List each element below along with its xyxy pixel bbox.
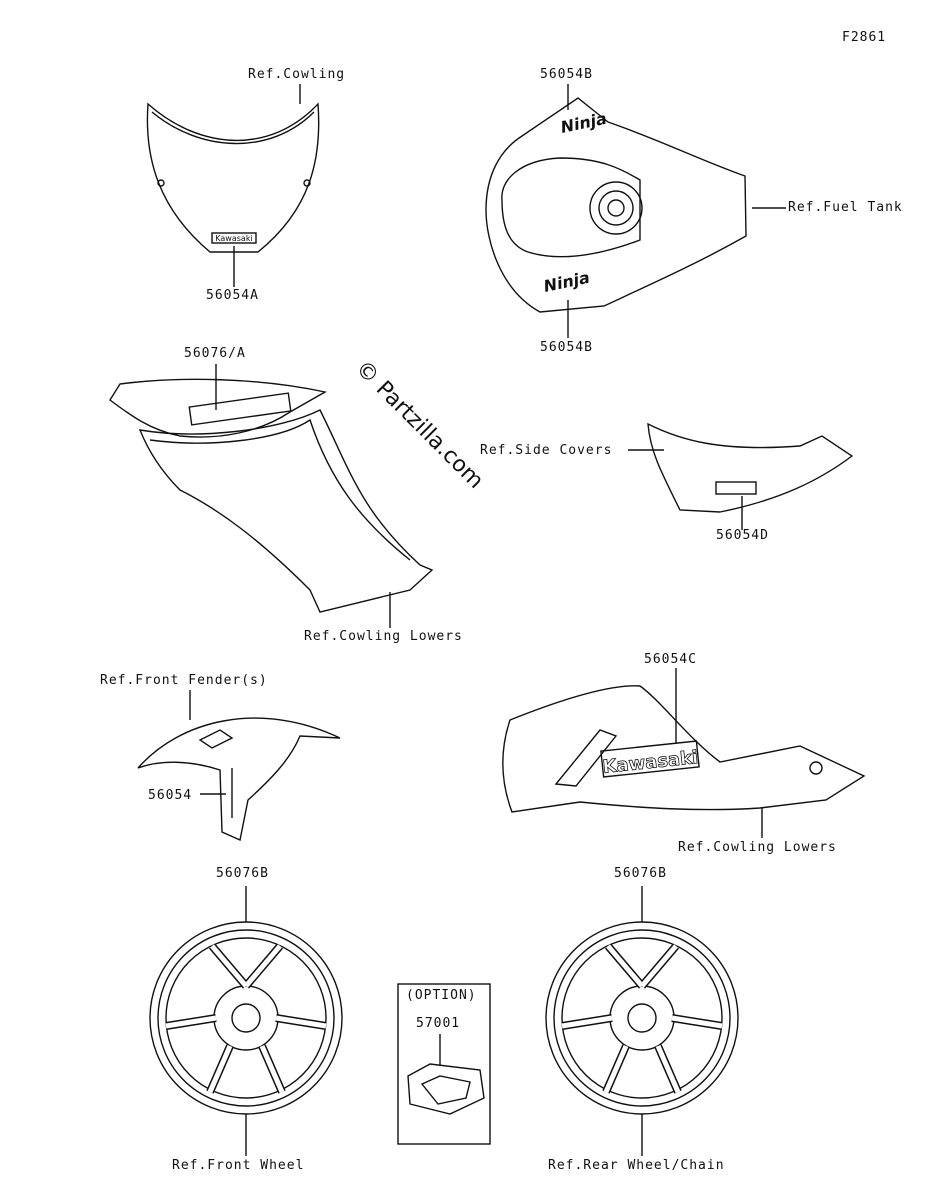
rear-wheel-drawing [545,886,739,1156]
label-56054B-bottom: 56054B [540,340,593,355]
label-ref-side-covers: Ref.Side Covers [480,443,613,458]
label-57001: 57001 [416,1016,461,1031]
label-56076B-right: 56076B [614,866,667,881]
label-56054B-top: 56054B [540,67,593,82]
label-56054D: 56054D [716,528,769,543]
tank-top-decal: Ninja [559,109,608,137]
label-56076B-left: 56076B [216,866,269,881]
label-56076A: 56076/A [184,346,246,361]
label-56054: 56054 [148,788,193,803]
label-ref-rear-wheel: Ref.Rear Wheel/Chain [548,1158,725,1173]
label-ref-front-fenders: Ref.Front Fender(s) [100,673,268,688]
cowling-lower-drawing: Kawasaki [502,668,866,838]
label-56054A: 56054A [206,288,259,303]
windscreen-decal-text: Kawasaki [215,234,252,243]
option-box-drawing [397,983,491,1145]
front-wheel-drawing [149,886,343,1156]
side-cover-drawing [628,422,854,530]
front-fender-drawing [137,690,341,841]
tank-bottom-decal: Ninja [542,268,591,296]
label-56054C: 56054C [644,652,697,667]
label-ref-cowling-lowers-1: Ref.Cowling Lowers [304,629,463,644]
windscreen-drawing: Kawasaki [146,84,320,287]
fuel-tank-drawing: Ninja Ninja [485,84,786,338]
side-fairing-drawing [109,364,434,628]
figure-code: F2861 [842,30,887,45]
label-option: (OPTION) [406,988,477,1003]
label-ref-front-wheel: Ref.Front Wheel [172,1158,305,1173]
label-ref-cowling: Ref.Cowling [248,67,346,82]
cowling-decal-text: Kawasaki [602,747,700,778]
label-ref-cowling-lowers-2: Ref.Cowling Lowers [678,840,837,855]
label-ref-fuel-tank: Ref.Fuel Tank [788,200,903,215]
